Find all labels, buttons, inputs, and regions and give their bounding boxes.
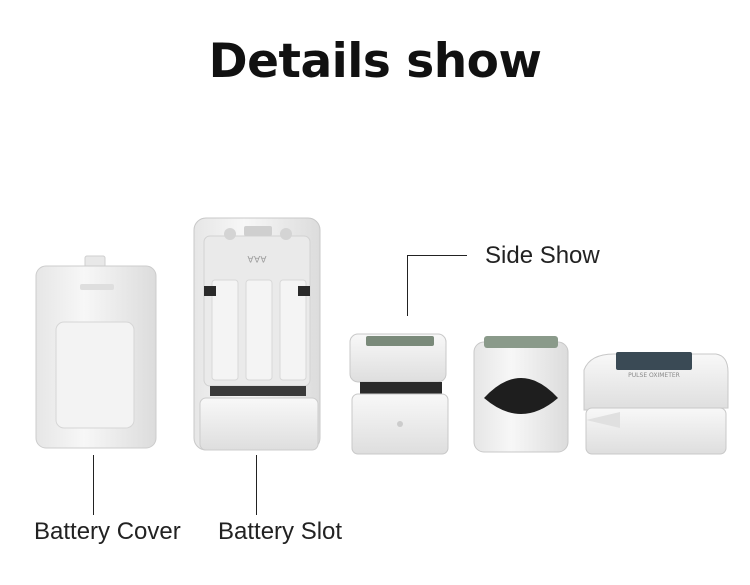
- oximeter-brand-text: PULSE OXIMETER: [628, 372, 680, 379]
- battery-cover-label: Battery Cover: [34, 518, 181, 545]
- battery-slot-callout-line: [256, 455, 257, 515]
- side-show-callout-vertical: [407, 255, 408, 316]
- slot-marking: AAA: [247, 253, 267, 263]
- battery-slot-image: AAA: [193, 217, 321, 451]
- oximeter-side-closed-image: PULSE OXIMETER: [583, 352, 729, 455]
- side-show-label: Side Show: [485, 242, 600, 269]
- side-show-callout-horizontal: [407, 255, 467, 256]
- oximeter-side-open-image: [349, 333, 449, 455]
- oximeter-front-image: [473, 336, 569, 453]
- page-title: Details show: [208, 34, 542, 89]
- battery-slot-label: Battery Slot: [218, 518, 343, 545]
- battery-cover-callout-line: [93, 455, 94, 515]
- battery-cover-image: [35, 255, 157, 449]
